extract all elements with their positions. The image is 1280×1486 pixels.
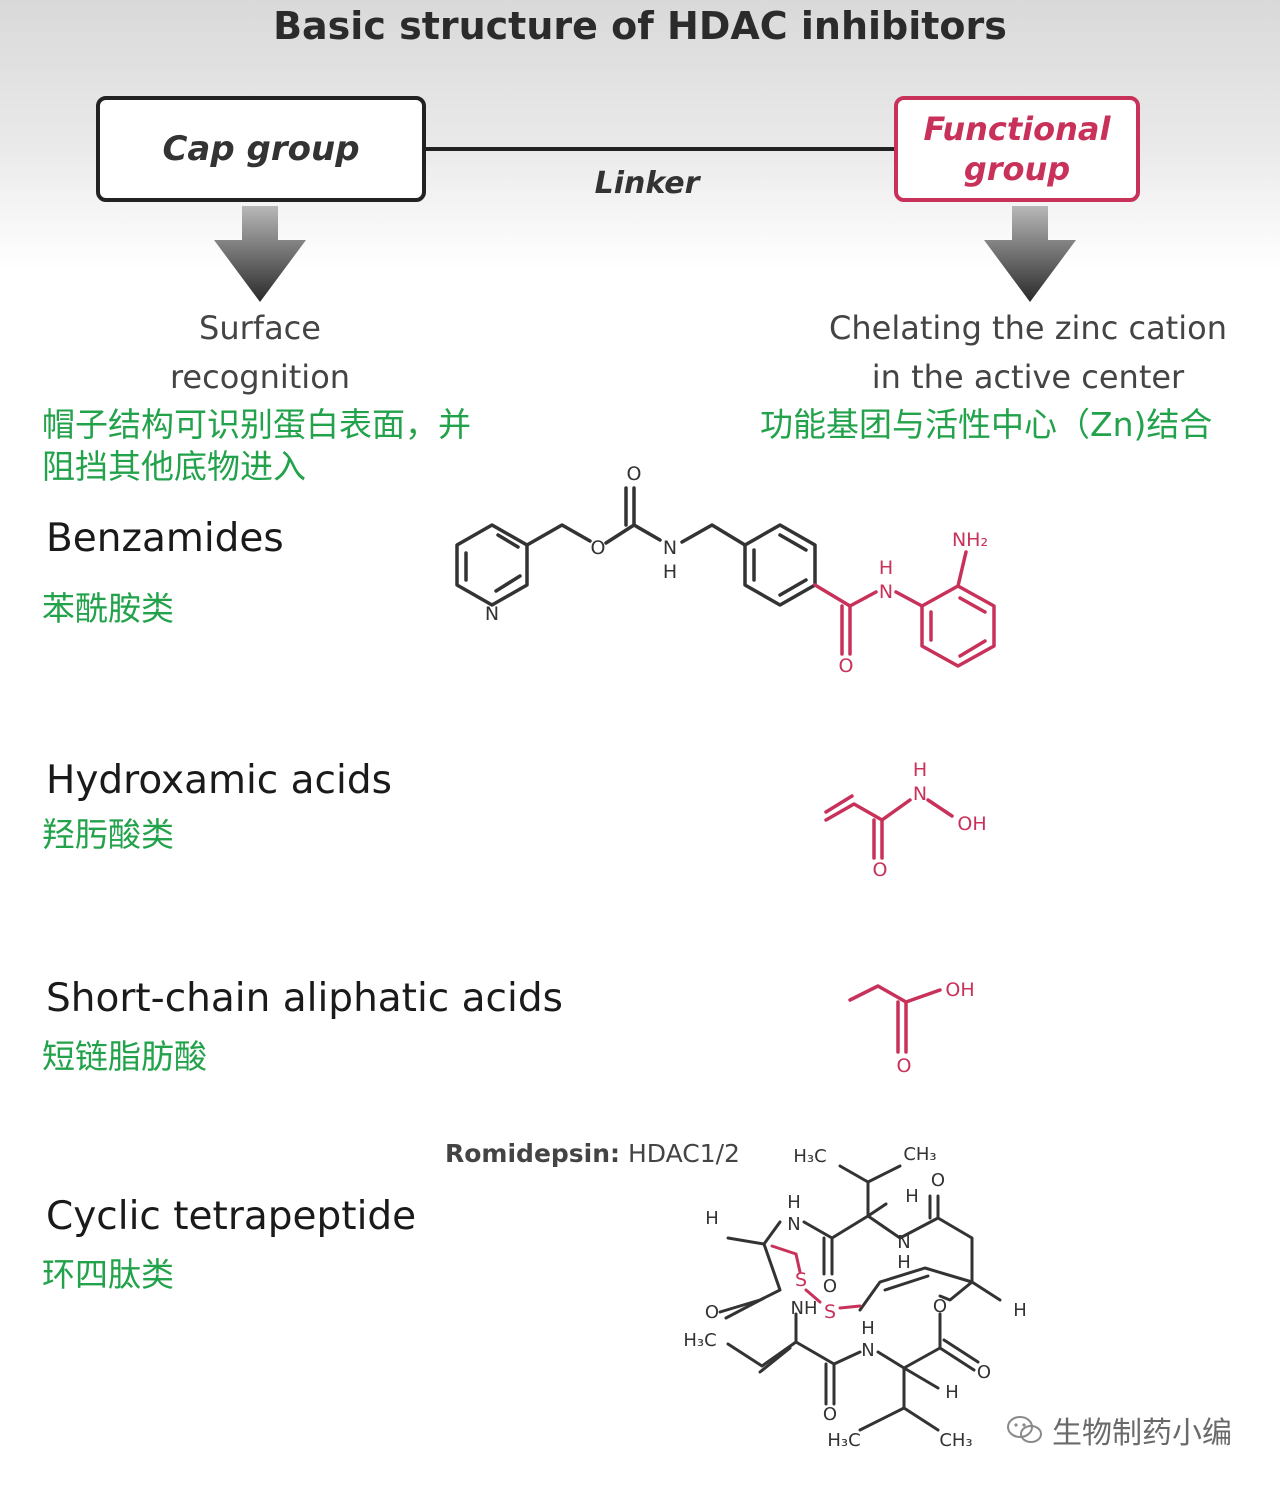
atom-o-hydroxamic: O xyxy=(873,859,888,881)
romidepsin-target: HDAC1/2 xyxy=(628,1139,740,1168)
functional-chinese-note: 功能基团与活性中心（Zn)结合 xyxy=(760,405,1213,444)
class-hydroxamic-acids-cn: 羟肟酸类 xyxy=(42,815,174,854)
surface-recognition-caption: Surface recognition xyxy=(100,304,420,402)
atom-n3: N xyxy=(861,1340,874,1361)
atom-h-n3: H xyxy=(861,1318,875,1339)
hydroxamic-structure xyxy=(824,794,954,860)
atom-n-hydroxamic: N xyxy=(913,783,927,805)
atom-s-2: S xyxy=(824,1301,836,1323)
watermark: 生物制药小编 xyxy=(1006,1408,1232,1452)
functional-atoms: H N O NH₂ H N OH O OH O S S xyxy=(795,529,988,1323)
romidepsin-structure xyxy=(718,1164,1002,1432)
class-cyclic-tetrapeptide-cn: 环四肽类 xyxy=(42,1255,174,1294)
atom-o-carbonyl: O xyxy=(627,463,642,485)
watermark-text: 生物制药小编 xyxy=(1052,1416,1232,1451)
atom-h-left: H xyxy=(705,1208,719,1229)
atom-o-ester-ring: O xyxy=(933,1296,947,1317)
zinc-chelation-line-1: Chelating the zinc cation xyxy=(829,309,1227,347)
atom-n-amide: N xyxy=(879,581,893,603)
surface-recognition-line-1: Surface xyxy=(199,309,321,347)
down-arrow-left-icon xyxy=(214,206,306,302)
functional-group-label-2: group xyxy=(963,150,1071,188)
atom-o-right: O xyxy=(977,1362,991,1383)
atom-h-carbamate: H xyxy=(663,561,677,583)
cap-note-line-1: 帽子结构可识别蛋白表面，并 xyxy=(42,405,471,444)
linker-line xyxy=(424,147,896,151)
atom-n-carbamate: N xyxy=(663,537,677,559)
atom-nh: NH xyxy=(791,1298,818,1319)
atom-oh-acid: OH xyxy=(945,979,974,1001)
atom-o-acid: O xyxy=(897,1055,912,1077)
surface-recognition-line-2: recognition xyxy=(169,358,351,396)
atom-nh2: NH₂ xyxy=(952,529,988,551)
benzamide-structure xyxy=(455,486,817,607)
atom-h-n1: H xyxy=(787,1192,801,1213)
class-short-chain-acids-cn: 短链脂肪酸 xyxy=(42,1037,207,1076)
atom-h3c-bottom: H₃C xyxy=(827,1430,860,1451)
zinc-chelation-caption: Chelating the zinc cation in the active … xyxy=(808,304,1248,402)
atom-h3c-mid: H₃C xyxy=(683,1330,716,1351)
atom-o-mid: O xyxy=(823,1276,837,1297)
atom-h3c-top: H₃C xyxy=(793,1146,826,1167)
atom-oh-hydroxamic: OH xyxy=(957,813,986,835)
atom-o-left: O xyxy=(705,1302,719,1323)
atom-h-n2: H xyxy=(897,1252,911,1273)
atom-o-ester: O xyxy=(591,537,606,559)
class-cyclic-tetrapeptide: Cyclic tetrapeptide xyxy=(46,1194,417,1239)
romidepsin-name: Romidepsin: xyxy=(445,1139,620,1168)
atom-ch3-bottom: CH₃ xyxy=(939,1430,972,1451)
atom-h-right: H xyxy=(1013,1300,1027,1321)
romidepsin-disulfide xyxy=(770,1244,862,1310)
atom-o-top: O xyxy=(931,1170,945,1191)
class-benzamides: Benzamides xyxy=(46,516,284,561)
cap-note-line-2: 阻挡其他底物进入 xyxy=(42,447,306,486)
class-hydroxamic-acids: Hydroxamic acids xyxy=(46,758,392,803)
zinc-chelation-line-2: in the active center xyxy=(871,358,1185,396)
atom-o-bottom: O xyxy=(823,1404,837,1425)
atom-ch3-top: CH₃ xyxy=(903,1144,936,1165)
benzamide-atoms: O O N H N xyxy=(485,463,677,625)
class-benzamides-cn: 苯酰胺类 xyxy=(42,589,174,628)
diagram-title: Basic structure of HDAC inhibitors xyxy=(273,4,1007,48)
cap-group-box: Cap group xyxy=(96,96,426,202)
aliphatic-structure xyxy=(848,984,942,1054)
atom-h-bottom: H xyxy=(945,1382,959,1403)
atom-s-1: S xyxy=(795,1269,807,1291)
atom-h-top: H xyxy=(905,1186,919,1207)
atom-h-amide: H xyxy=(879,557,893,579)
atom-n-pyridine: N xyxy=(485,603,499,625)
atom-o-amide: O xyxy=(839,655,854,677)
cap-group-label: Cap group xyxy=(162,129,360,169)
benzamide-functional xyxy=(813,550,996,668)
linker-label: Linker xyxy=(594,166,700,201)
functional-group-label-1: Functional xyxy=(923,110,1111,148)
functional-group-box: Functional group xyxy=(894,96,1140,202)
class-short-chain-acids: Short-chain aliphatic acids xyxy=(46,976,563,1021)
atom-h-hydroxamic: H xyxy=(913,759,927,781)
romidepsin-atoms: H₃C CH₃ O H H N H N H O NH O O H H₃C H N… xyxy=(683,1144,1026,1451)
down-arrow-right-icon xyxy=(984,206,1076,302)
romidepsin-label: Romidepsin: HDAC1/2 xyxy=(445,1139,740,1168)
atom-n2: N xyxy=(897,1232,910,1253)
atom-n1: N xyxy=(787,1214,800,1235)
cap-group-chinese-note: 帽子结构可识别蛋白表面，并 阻挡其他底物进入 xyxy=(42,404,471,488)
wechat-icon xyxy=(1007,1416,1042,1443)
